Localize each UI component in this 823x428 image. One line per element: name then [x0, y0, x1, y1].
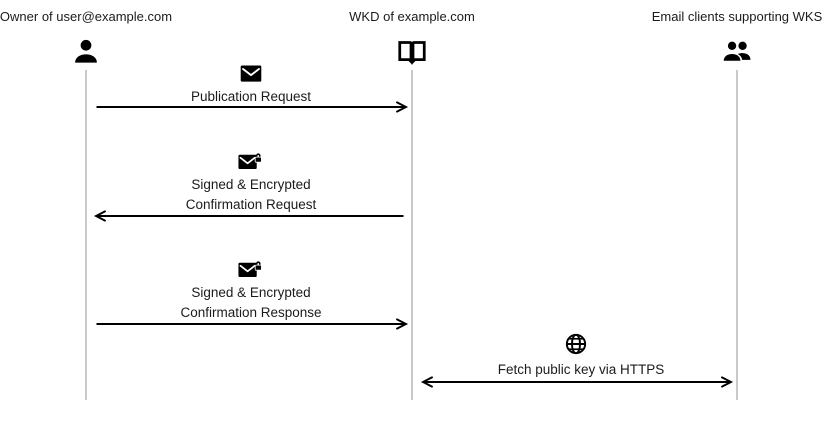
message-label-line2: Confirmation Request	[185, 197, 317, 212]
actor-header-owner: Owner of user@example.com	[0, 9, 173, 24]
actor-header-clients: Email clients supporting WKS	[651, 9, 823, 24]
message-label-publication-request: Publication Request	[191, 87, 311, 107]
lifeline-clients	[736, 70, 738, 400]
users-group-icon	[711, 34, 763, 70]
lifeline-wkd	[411, 70, 413, 400]
message-label-line2: Confirmation Response	[180, 305, 322, 320]
message-icon-publication-request envelope-icon	[236, 63, 266, 85]
lifeline-owner	[85, 70, 87, 400]
open-book-icon	[386, 34, 438, 70]
message-icon-fetch-public-key globe-icon	[561, 333, 591, 355]
message-label-line1: Fetch public key via HTTPS	[497, 362, 665, 377]
message-icon-confirmation-request envelope-lock-icon	[235, 150, 265, 172]
message-label-line1: Signed & Encrypted	[191, 285, 311, 300]
person-icon	[60, 34, 112, 70]
message-label-fetch-public-key: Fetch public key via HTTPS	[498, 360, 665, 380]
message-icon-confirmation-response envelope-lock-icon	[235, 258, 265, 280]
message-label-line1: Publication Request	[190, 89, 312, 104]
message-label-line1: Signed & Encrypted	[191, 177, 311, 192]
actor-header-wkd: WKD of example.com	[349, 9, 475, 24]
